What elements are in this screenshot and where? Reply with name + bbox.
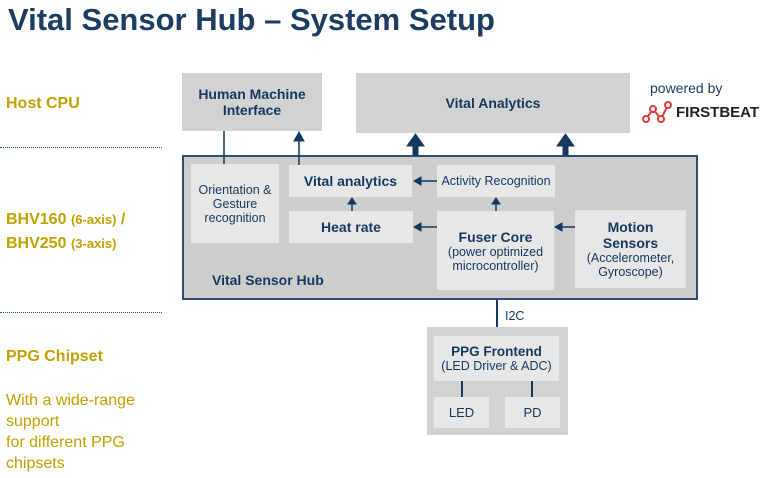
label-bhv250: BHV250 (3-axis) xyxy=(6,235,116,253)
ppg-frontend-title: PPG Frontend xyxy=(451,344,542,359)
arrow-up-icon xyxy=(556,133,575,147)
ppg-frontend-desc: (LED Driver & ADC) xyxy=(441,359,552,373)
orientation-box: Orientation & Gesture recognition xyxy=(191,164,279,243)
led-box: LED xyxy=(434,397,489,428)
bhv160-axis: (6-axis) xyxy=(70,212,117,227)
arrow-up-icon xyxy=(293,130,305,142)
hub-label: Vital Sensor Hub xyxy=(212,272,324,288)
label-ppg-chipset: PPG Chipset xyxy=(6,348,103,365)
vital-analytics-box: Vital analytics xyxy=(289,165,412,197)
arrow-left-icon xyxy=(412,222,422,232)
firstbeat-logo-icon xyxy=(642,101,672,123)
vital-analytics-host-box: Vital Analytics xyxy=(356,73,630,133)
note-line: With a wide-range xyxy=(6,392,135,409)
pd-box: PD xyxy=(505,397,560,428)
arrow-up-icon xyxy=(347,197,357,205)
label-host-cpu: Host CPU xyxy=(6,95,80,112)
bhv250-text: BHV250 xyxy=(6,235,67,252)
slash: / xyxy=(120,211,126,228)
fuser-title: Fuser Core xyxy=(458,228,533,245)
heart-rate-box: Heat rate xyxy=(289,211,413,243)
hmi-box: Human Machine Interface xyxy=(182,73,322,131)
powered-by: powered by xyxy=(650,80,723,96)
fuser-desc: (power optimized microcontroller) xyxy=(447,244,544,273)
arrow-up-icon xyxy=(491,197,501,205)
motion-desc: (Accelerometer, Gyroscope) xyxy=(586,251,675,279)
fuser-core-box: Fuser Core (power optimized microcontrol… xyxy=(437,211,554,290)
page-title: Vital Sensor Hub – System Setup xyxy=(8,2,495,37)
label-bhv160: BHV160 (6-axis) / xyxy=(6,211,125,229)
motion-title: Motion Sensors xyxy=(602,219,659,251)
note-line: support xyxy=(6,413,60,430)
arrow-up-icon xyxy=(406,133,425,147)
divider xyxy=(0,312,162,313)
activity-recognition-box: Activity Recognition xyxy=(437,165,555,197)
arrow-left-icon xyxy=(412,176,422,186)
ppg-note: With a wide-range support for different … xyxy=(6,390,135,474)
divider xyxy=(0,147,162,148)
motion-sensors-box: Motion Sensors (Accelerometer, Gyroscope… xyxy=(575,210,686,288)
ppg-frontend-box: PPG Frontend (LED Driver & ADC) xyxy=(434,336,559,381)
firstbeat-text: FIRSTBEAT xyxy=(676,103,760,121)
i2c-label: I2C xyxy=(505,309,525,323)
bhv250-axis: (3-axis) xyxy=(70,236,117,251)
note-line: chipsets xyxy=(6,455,65,472)
note-line: for different PPG xyxy=(6,434,125,451)
arrow-left-icon xyxy=(553,222,563,232)
firstbeat-logo: FIRSTBEAT xyxy=(642,100,759,124)
bhv160-text: BHV160 xyxy=(6,211,67,228)
